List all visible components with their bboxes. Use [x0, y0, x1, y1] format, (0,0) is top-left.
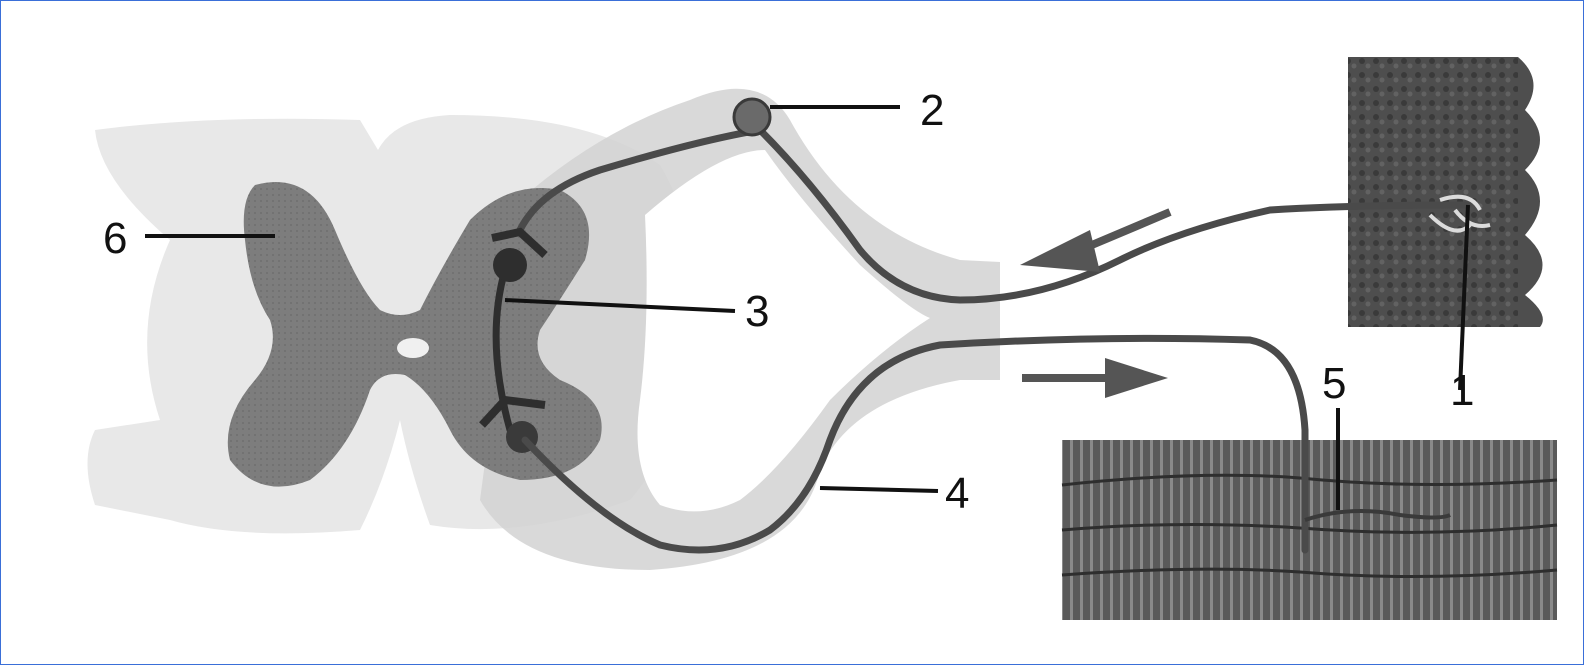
label-6: 6 — [103, 214, 127, 263]
interneuron-cell-body — [493, 248, 527, 282]
label-5: 5 — [1322, 359, 1346, 408]
label-3: 3 — [745, 287, 769, 336]
skin-block — [1348, 57, 1518, 327]
ventral-root-hole — [638, 150, 931, 511]
skin-edge — [1518, 57, 1543, 327]
sensory-arrow — [1020, 212, 1170, 272]
ganglion-cell-body — [734, 99, 770, 135]
label-2: 2 — [920, 86, 944, 135]
label-4: 4 — [945, 469, 969, 518]
motor-arrow — [1022, 358, 1168, 398]
label-1: 1 — [1450, 366, 1474, 415]
central-canal — [397, 338, 429, 358]
